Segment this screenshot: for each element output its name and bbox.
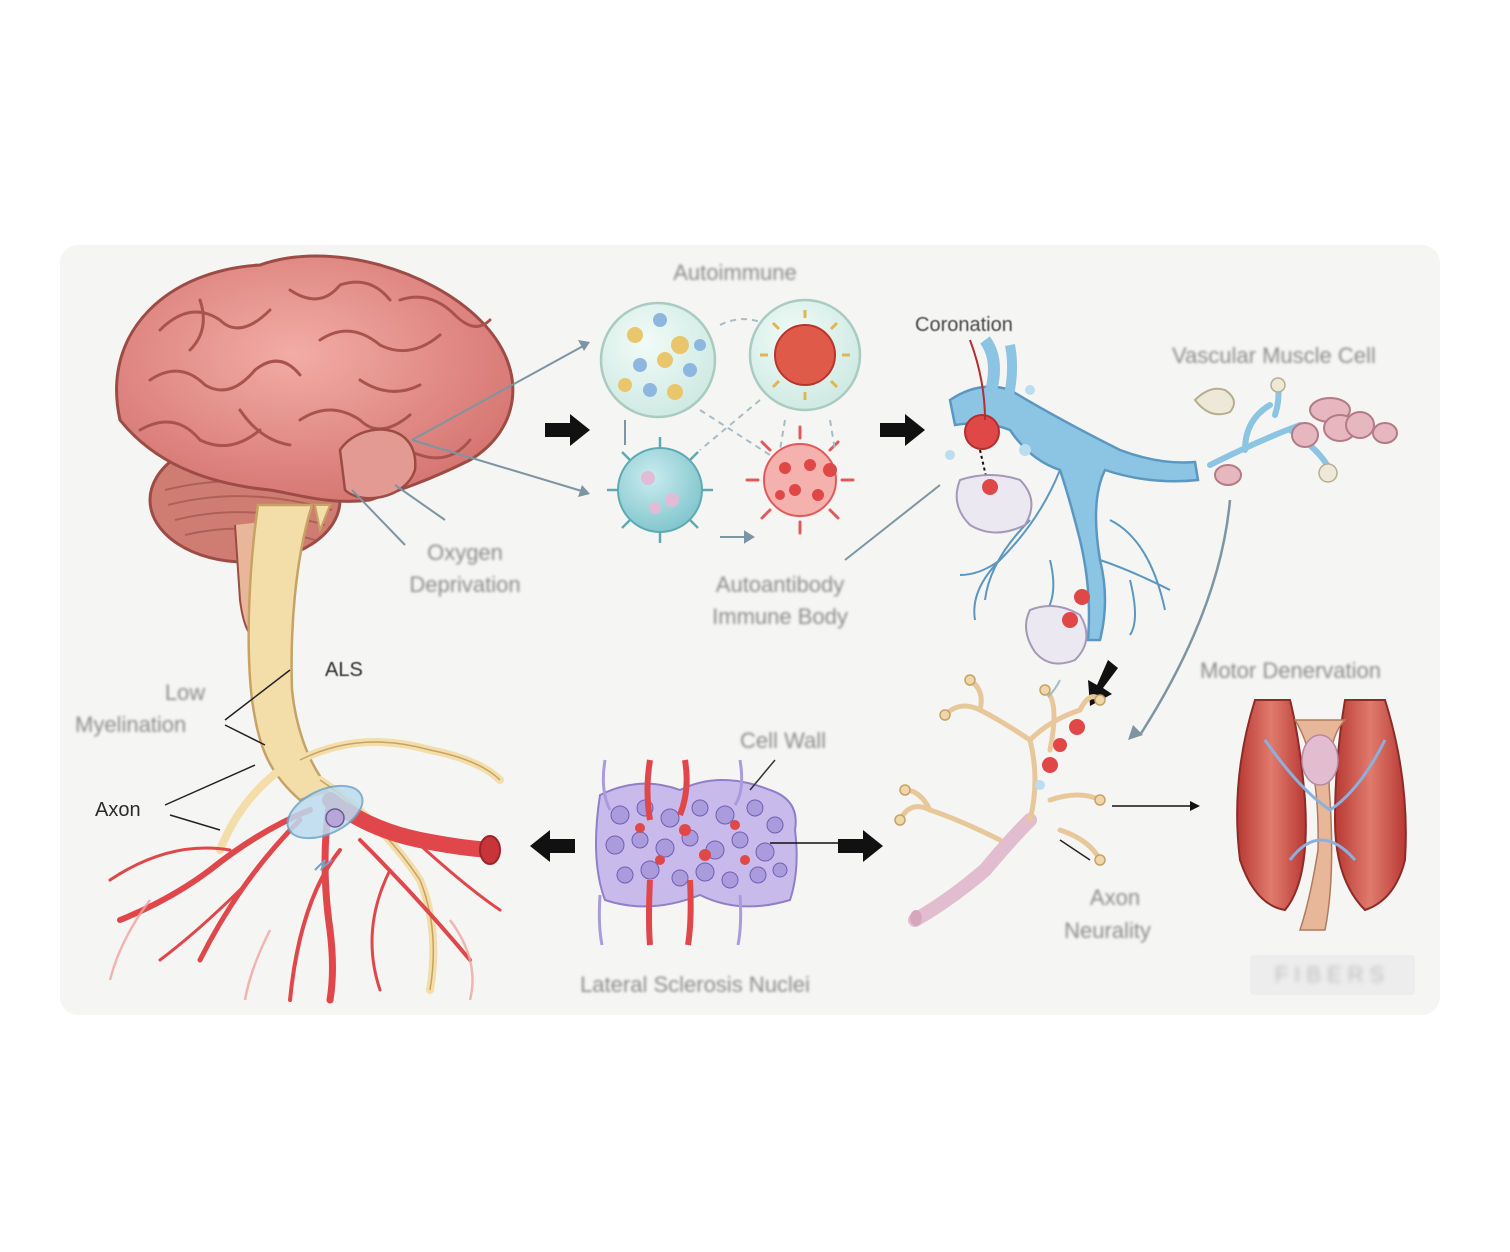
label-coronation: Coronation [915,314,1013,336]
label-cell-wall: Cell Wall [740,728,826,753]
label-brain-caption-1: Oxygen [427,540,503,565]
purple-tissue [595,759,840,946]
label-sclerosis-nuclei: Lateral Sclerosis Nuclei [580,972,810,997]
spinal-nerve [108,503,504,1004]
label-neuron-1: Axon [1089,885,1141,910]
blue-vessel [945,336,1200,665]
autoimmune-cells [599,298,862,544]
label-motor-denervation: Motor Denervation [1200,658,1381,683]
branching-neuron [894,674,1200,927]
label-left-1: Low [164,680,206,705]
label-antibody-2: Immune Body [712,604,848,629]
label-axon-left: Axon [95,799,141,821]
label-brain-caption-2: Deprivation [409,572,521,597]
label-neuron-2: Neurality [1064,918,1151,943]
flow-arrows [530,414,1118,862]
label-fibers: FIBERS [1274,962,1391,987]
label-autoimmune: Autoimmune [673,260,797,285]
label-left-2: Myelination [75,712,187,737]
thigh-muscles [1236,699,1415,995]
pointer-lines [351,344,941,561]
label-antibody-1: Autoantibody [715,572,845,597]
vascular-muscle-cell [1128,377,1398,740]
label-vascular-muscle-cell: Vascular Muscle Cell [1172,343,1376,368]
label-als: ALS [325,659,363,681]
